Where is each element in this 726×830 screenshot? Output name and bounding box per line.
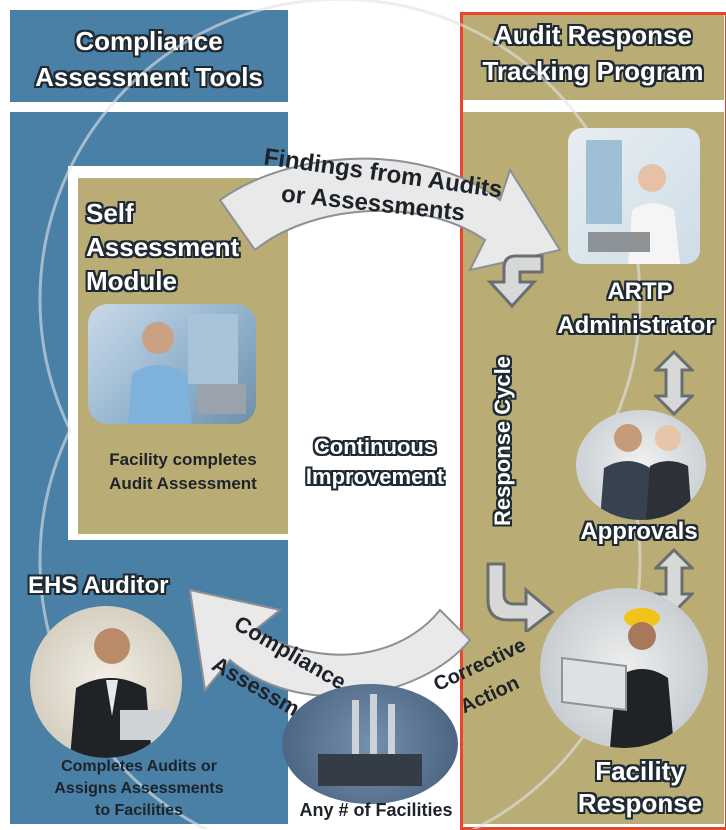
facilities-photo — [282, 684, 458, 804]
administrator-label-line1: ARTP — [607, 278, 673, 305]
self-assessment-title-line1: Self — [86, 198, 134, 228]
left-header: Compliance Assessment Tools — [10, 10, 288, 102]
facility-response-photo — [540, 588, 708, 748]
double-arrow-icon — [654, 350, 694, 416]
left-header-title-line1: Compliance — [75, 26, 223, 56]
facilities-caption: Any # of Facilities — [299, 800, 453, 820]
right-header: Audit Response Tracking Program — [462, 14, 724, 100]
continuous-improvement-line1: Continuous — [313, 434, 437, 459]
self-assessment-title-line3: Module — [86, 266, 177, 296]
self-assessment-photo — [88, 304, 256, 424]
right-header-title-line2: Tracking Program — [482, 56, 704, 86]
down-turn-arrow-icon — [486, 254, 544, 308]
facility-response-label-line2: Response — [577, 788, 703, 818]
ehs-auditor-caption-line1: Completes Audits or — [61, 758, 217, 775]
compliance-arrow — [188, 588, 472, 698]
self-assessment-caption-line2: Audit Assessment — [109, 474, 257, 493]
administrator-label-line2: Administrator — [557, 312, 715, 339]
ehs-auditor-caption-line2: Assigns Assessments — [54, 780, 224, 797]
ehs-auditor-caption-line3: to Facilities — [94, 802, 184, 819]
approvals-label: Approvals — [580, 518, 698, 545]
self-assessment-title-line2: Assessment — [86, 232, 240, 262]
response-cycle-label: Response Cycle — [490, 356, 515, 526]
self-assessment-caption-line1: Facility completes — [109, 450, 257, 469]
continuous-improvement-line2: Improvement — [305, 464, 445, 489]
facility-response-label-line1: Facility — [595, 756, 685, 786]
right-header-title-line1: Audit Response — [494, 20, 692, 50]
right-turn-arrow-icon — [486, 562, 555, 632]
administrator-photo — [568, 128, 700, 264]
ehs-auditor-photo — [30, 606, 182, 758]
ehs-auditor-title: EHS Auditor — [28, 572, 169, 599]
approvals-photo — [576, 410, 706, 520]
findings-arrow — [218, 157, 562, 272]
